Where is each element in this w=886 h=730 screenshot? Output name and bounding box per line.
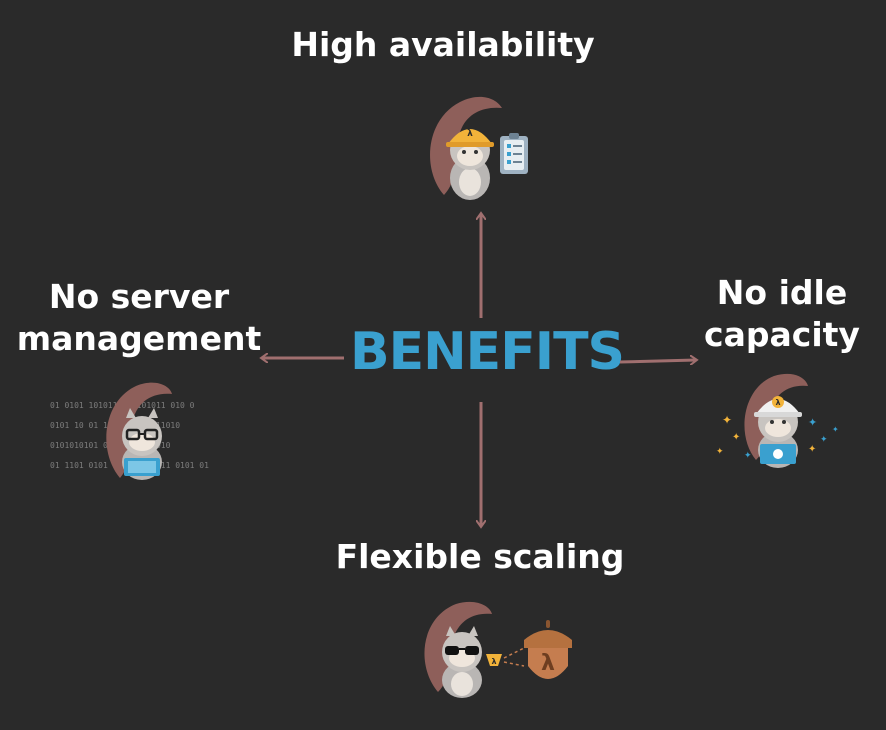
lambda-icon: λ [541,651,555,676]
svg-text:✦: ✦ [832,425,839,434]
svg-text:✦: ✦ [808,444,816,455]
benefit-high-availability: High availability [291,25,595,64]
arrow-right [619,360,696,362]
squirrel-hardhat-sparkles-icon: λ ✦ ✦ ✦ ✦ ✦ ✦ ✦ ✦ [716,373,839,468]
squirrel-sunglasses-acorn-icon: λ [424,601,525,698]
svg-text:✦: ✦ [732,432,740,443]
benefit-right-line2: capacity [704,315,860,354]
benefit-flexible-scaling: Flexible scaling [335,537,625,576]
benefit-left-line2: management [16,319,262,358]
svg-text:✦: ✦ [716,447,724,457]
svg-text:λ: λ [491,657,496,666]
center-title: BENEFITS [350,322,625,382]
benefit-no-idle-capacity: No idle capacity [692,272,872,356]
svg-text:✦: ✦ [820,435,828,445]
svg-text:✦: ✦ [722,413,732,427]
svg-text:λ: λ [467,129,473,139]
benefit-left-line1: No server [48,277,230,316]
benefit-right-line1: No idle [716,273,848,312]
squirrel-glasses-laptop-icon [106,382,172,480]
svg-text:λ: λ [775,398,780,407]
squirrel-hardhat-checklist-icon: λ [430,96,528,200]
acorn-icon: λ [524,620,572,679]
svg-text:✦: ✦ [808,416,817,429]
svg-text:✦: ✦ [744,451,752,461]
benefit-no-server-management: No server management [14,276,264,360]
